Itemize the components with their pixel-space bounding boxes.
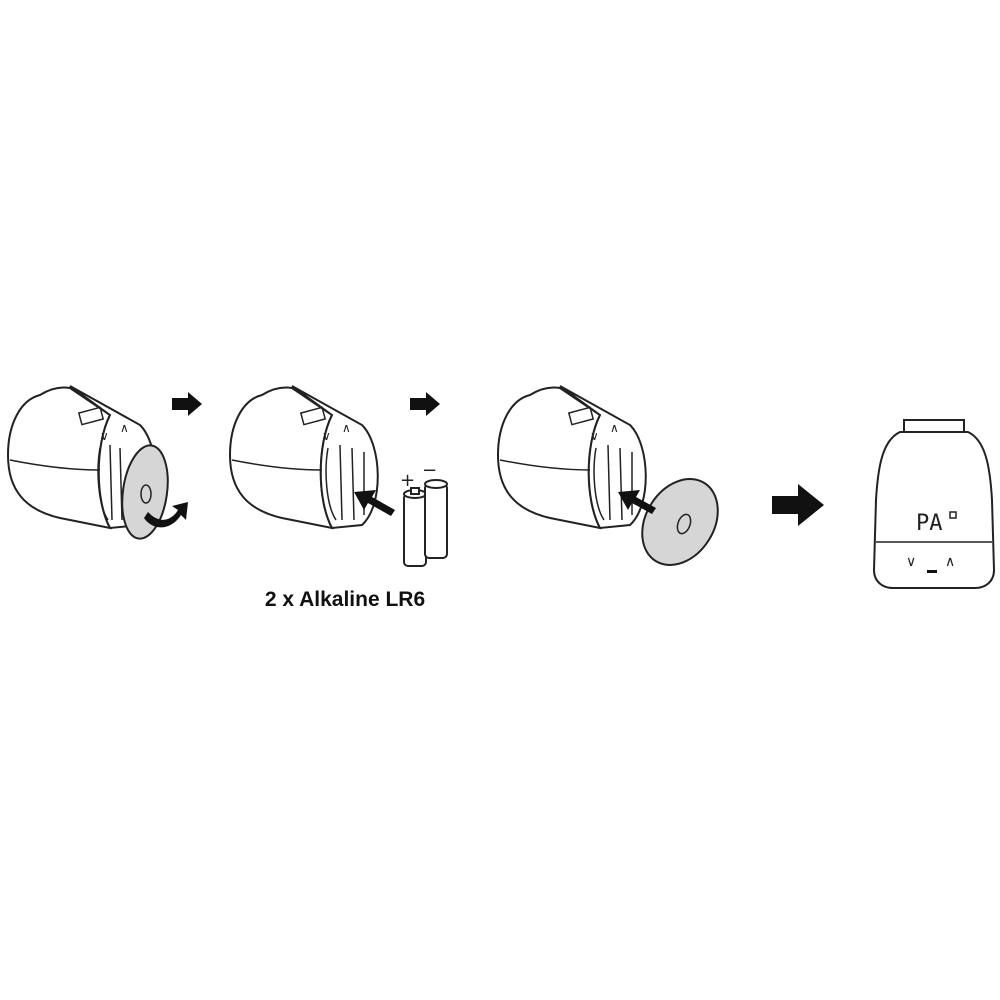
insert-arrow-icon-1: [354, 490, 395, 516]
minus-symbol: −: [422, 460, 437, 481]
step-arrow-icon-3: [772, 484, 824, 526]
aa-batteries: [403, 479, 448, 567]
battery-cover-1: [121, 444, 169, 540]
display-readout: PA: [916, 511, 943, 536]
battery-cover-3: [641, 478, 719, 566]
insert-arrow-icon-2: [618, 490, 656, 514]
down-symbol-2: ∨: [322, 429, 331, 443]
plus-symbol: +: [400, 470, 415, 491]
thermostat-body-4: [872, 431, 996, 589]
rotate-arrow-icon: [144, 502, 188, 528]
step-2-insert-batteries: ∨ ∧ + −: [228, 385, 448, 567]
step-arrow-icon-1: [172, 392, 202, 416]
up-symbol-3: ∧: [610, 421, 619, 435]
step-3-replace-cover: ∨ ∧: [496, 385, 719, 566]
step-arrow-icon-2: [410, 392, 440, 416]
down-button-symbol: ∨: [906, 554, 916, 570]
up-button-symbol: ∧: [945, 554, 955, 570]
battery-caption: 2 x Alkaline LR6: [264, 588, 426, 611]
down-symbol-3: ∨: [590, 429, 599, 443]
down-symbol-1: ∨: [100, 429, 109, 443]
battery-compartment-3: [593, 444, 633, 521]
step-4-thermostat-front: PA ∨ ∧: [872, 419, 996, 589]
up-symbol-1: ∧: [120, 421, 129, 435]
up-symbol-2: ∧: [342, 421, 351, 435]
step-1-remove-cover: ∨ ∧: [6, 385, 188, 540]
battery-compartment-2: [325, 444, 365, 521]
